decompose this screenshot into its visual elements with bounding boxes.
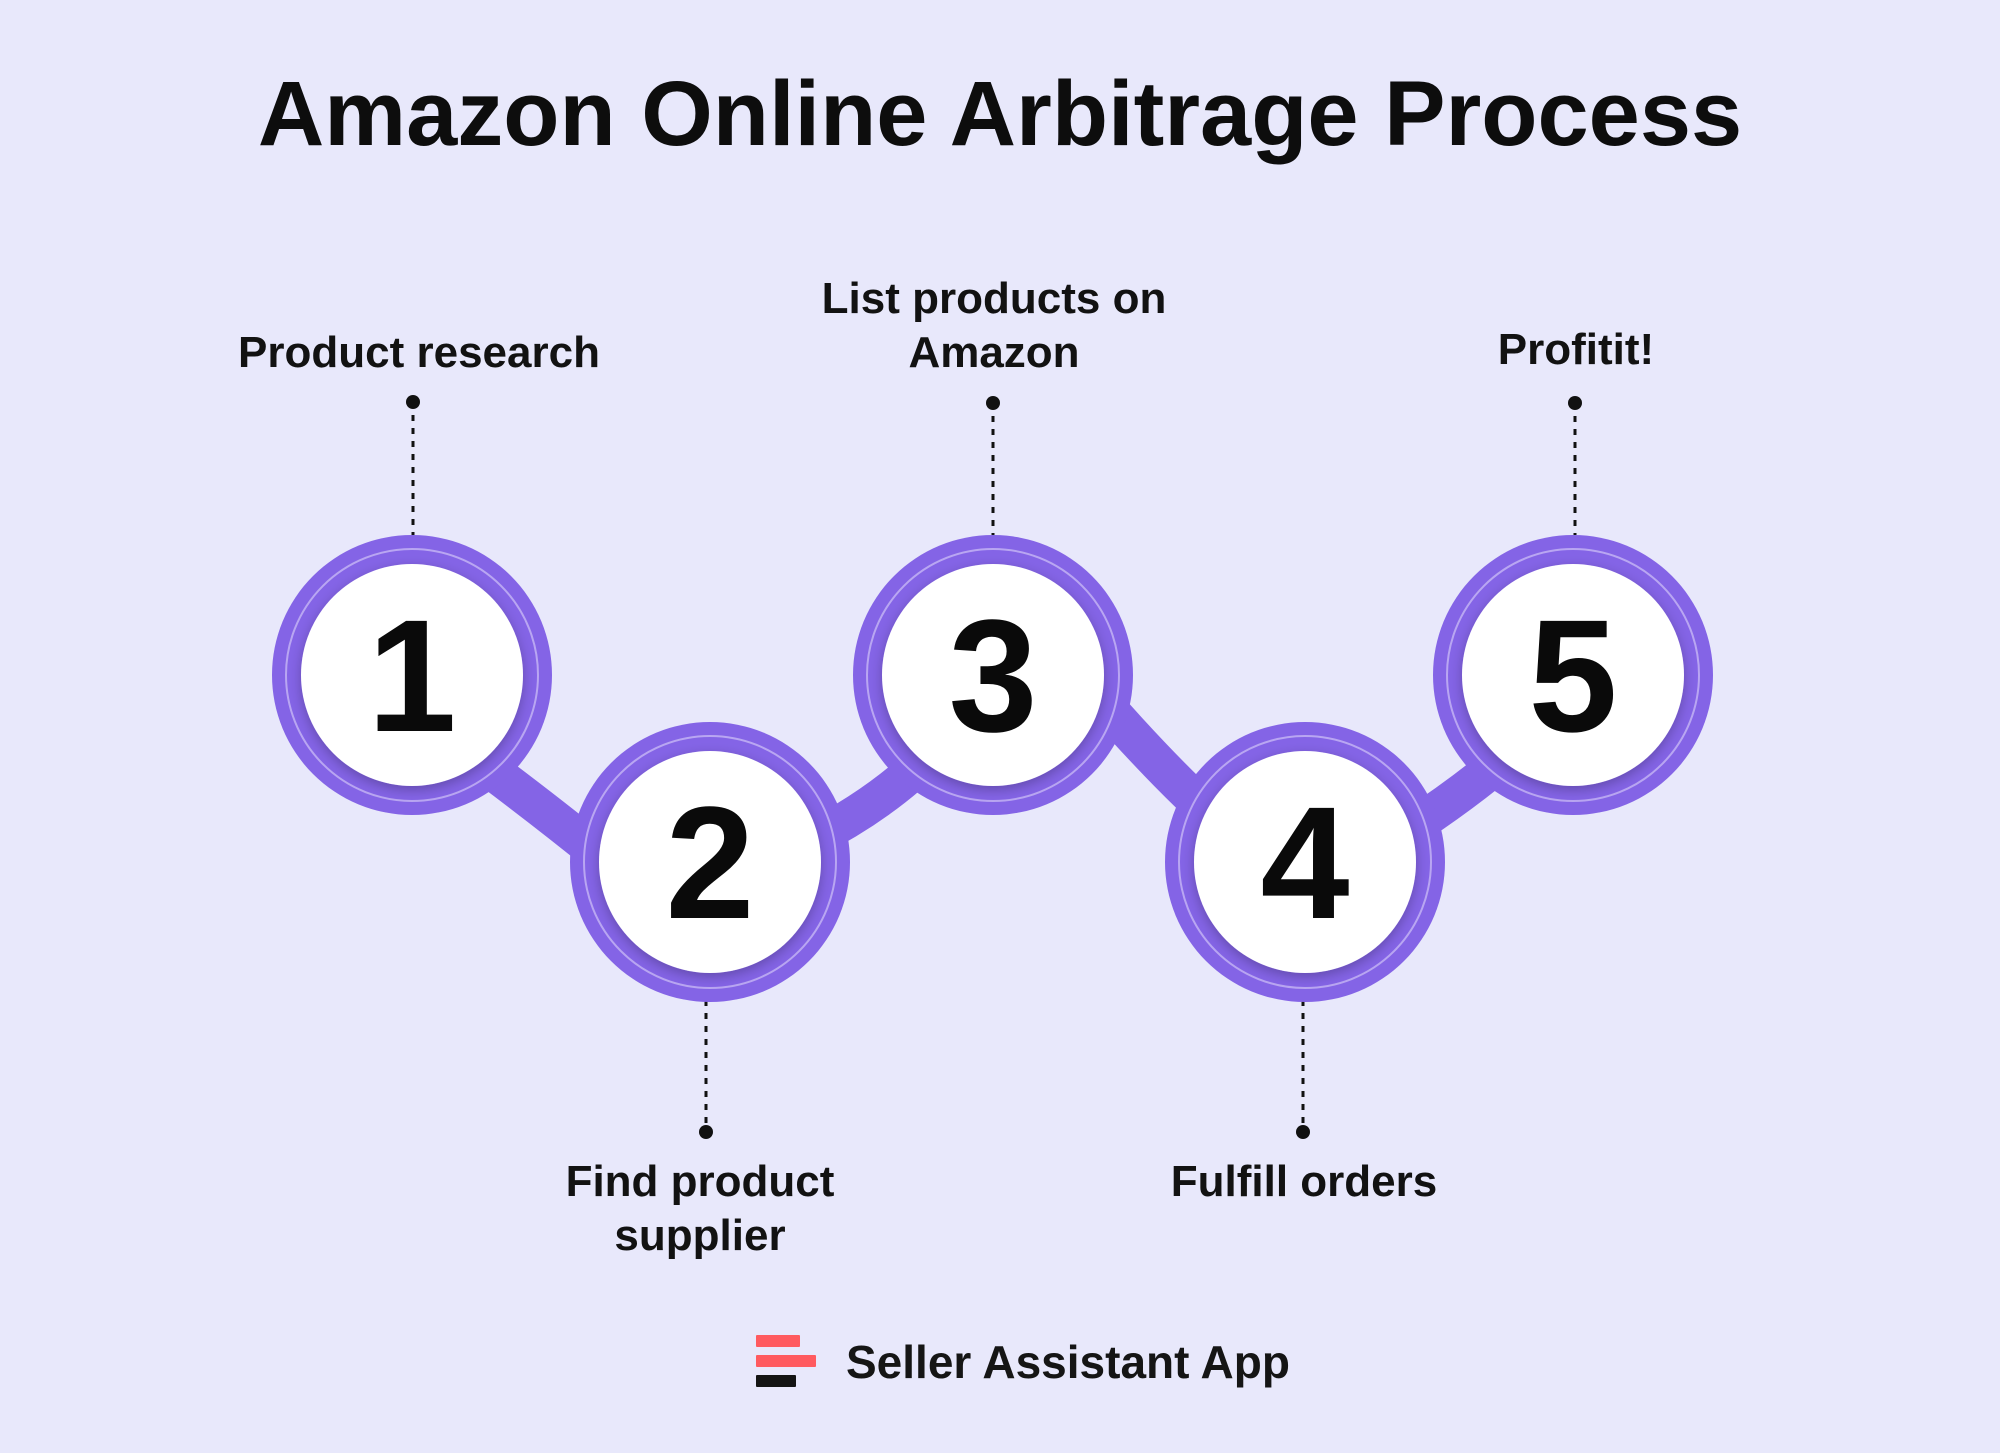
leader-lines <box>406 395 1582 1139</box>
step-label-2-line-2: supplier <box>614 1211 786 1260</box>
step-label-2: Find product supplier <box>460 1155 940 1263</box>
step-label-3-line-2: Amazon <box>908 328 1080 377</box>
step-label-3: List products on Amazon <box>754 272 1234 380</box>
step-label-5: Profitit! <box>1336 323 1816 377</box>
step-label-1-line-1: Product research <box>238 328 600 377</box>
step-circle-3: 3 <box>853 535 1133 815</box>
leader-dot-1 <box>406 395 420 409</box>
footer-branding: Seller Assistant App <box>752 1330 1290 1394</box>
step-number-2: 2 <box>666 773 755 952</box>
step-number-4: 4 <box>1261 773 1350 952</box>
step-label-3-line-1: List products on <box>821 274 1167 323</box>
step-circle-1: 1 <box>272 535 552 815</box>
step-label-4: Fulfill orders <box>1064 1155 1544 1209</box>
step-label-1: Product research <box>179 326 659 380</box>
step-label-2-line-1: Find product <box>565 1157 835 1206</box>
step-number-1: 1 <box>368 586 457 765</box>
leader-dot-3 <box>986 396 1000 410</box>
step-label-4-line-1: Fulfill orders <box>1170 1157 1438 1206</box>
step-circle-4: 4 <box>1165 722 1445 1002</box>
leader-dot-4 <box>1296 1125 1310 1139</box>
seller-assistant-logo-icon <box>752 1333 816 1391</box>
step-circle-2: 2 <box>570 722 850 1002</box>
brand-name: Seller Assistant App <box>846 1336 1290 1388</box>
step-circle-5: 5 <box>1433 535 1713 815</box>
leader-dot-2 <box>699 1125 713 1139</box>
leader-dot-5 <box>1568 396 1582 410</box>
page-title: Amazon Online Arbitrage Process <box>257 63 1743 165</box>
step-number-5: 5 <box>1529 586 1618 765</box>
step-number-3: 3 <box>949 586 1038 765</box>
step-label-5-line-1: Profitit! <box>1497 325 1655 374</box>
